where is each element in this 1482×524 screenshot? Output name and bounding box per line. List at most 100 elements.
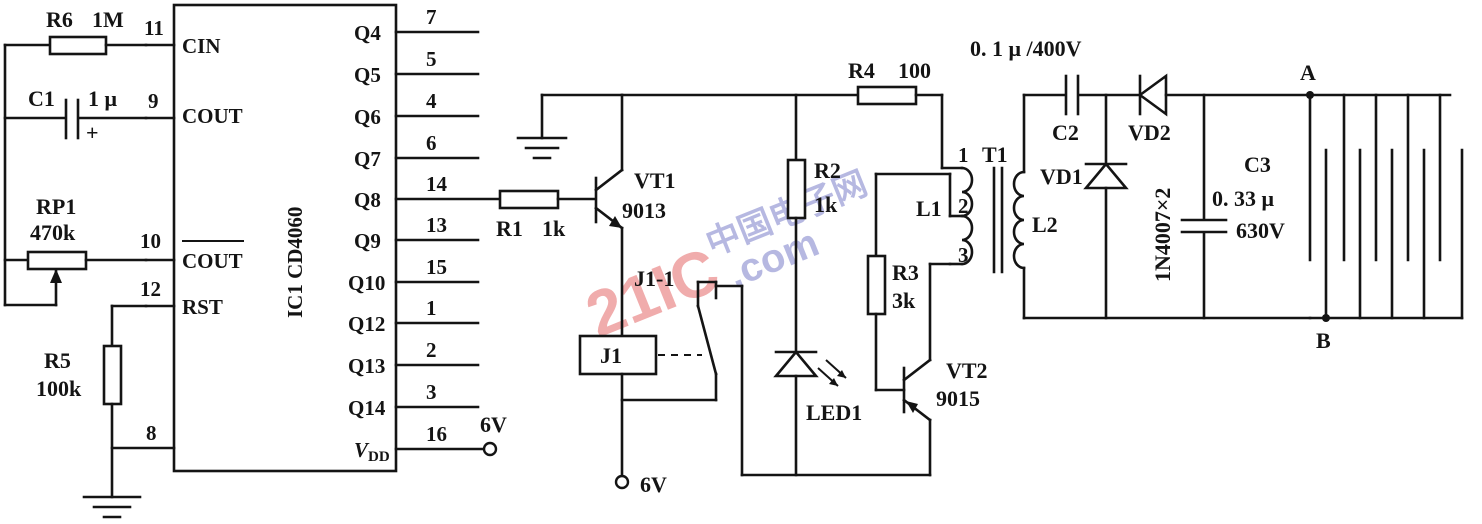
pin-10-label: COUT (182, 249, 243, 273)
oscillator-network: R6 1M C1 1 μ + RP1 470k (3, 7, 148, 307)
ic1-body (172, 3, 398, 473)
pin-vdd-label: VDD (354, 438, 390, 465)
r1-value: 1k (542, 216, 566, 241)
pin-q13-label: Q13 (348, 354, 385, 378)
blocking-oscillator: R4 100 1 2 3 T1 L1 L2 R3 3k (848, 58, 1058, 477)
led1-diode (773, 349, 847, 477)
j1-label: J1 (600, 343, 622, 368)
electrode-grid (1308, 93, 1464, 320)
t1-l2-label: L2 (1032, 212, 1058, 237)
vt1-label: VT1 (634, 168, 676, 193)
pin-q14-number: 3 (426, 380, 437, 404)
r3-value: 3k (892, 288, 916, 313)
t1-pin-3: 3 (958, 243, 969, 267)
r6-label: R6 (46, 7, 73, 32)
c1-label: C1 (28, 86, 55, 111)
c1-polarity: + (86, 120, 99, 145)
c2-value: 0. 1 μ /400V (970, 36, 1082, 61)
resistor-r6 (48, 35, 108, 56)
pin-q7-number: 6 (426, 131, 437, 155)
ic1-right-pins: Q4 7 Q5 5 Q6 4 Q7 6 Q8 14 Q9 13 Q10 15 Q… (348, 5, 507, 465)
node-a-label: A (1300, 60, 1316, 85)
vt2-label: VT2 (946, 358, 988, 383)
pin-q10-number: 15 (426, 255, 447, 279)
c3-label: C3 (1244, 152, 1271, 177)
pin-12-number: 12 (140, 277, 161, 301)
r1-label: R1 (496, 216, 523, 241)
vt2-value: 9015 (936, 386, 980, 411)
ground-symbol-left (82, 495, 142, 519)
led1-label: LED1 (806, 400, 862, 425)
vt1-value: 9013 (622, 198, 666, 223)
pin-q6-number: 4 (426, 89, 437, 113)
resistor-r2 (786, 158, 807, 220)
r4-label: R4 (848, 58, 875, 83)
relay-contact-j1-1 (696, 304, 718, 376)
r5-value: 100k (36, 376, 82, 401)
diode-type-label: 1N4007×2 (1150, 188, 1175, 282)
c3-value: 0. 33 μ (1212, 186, 1275, 211)
relay-supply-terminal (614, 474, 630, 490)
hv-output: 0. 1 μ /400V C2 VD1 VD2 1N4007×2 C3 0. 3… (970, 36, 1464, 353)
diode-vd2 (1137, 73, 1168, 117)
t1-pin-1: 1 (958, 143, 969, 167)
pin-q9-number: 13 (426, 213, 447, 237)
potentiometer-rp1 (26, 250, 88, 271)
pin-q5-number: 5 (426, 47, 437, 71)
pin-vdd-number: 16 (426, 422, 447, 446)
rp1-wiper-arrow (50, 269, 62, 283)
pin-q10-label: Q10 (348, 271, 385, 295)
t1-l1-label: L1 (916, 196, 942, 221)
relay-driver: R1 1k VT1 9013 J1 6V (496, 93, 718, 497)
pin-10-number: 10 (140, 229, 161, 253)
resistor-r4 (856, 85, 918, 106)
c1-value: 1 μ (88, 86, 118, 111)
resistor-r3 (866, 254, 887, 316)
pin-q12-label: Q12 (348, 312, 385, 336)
t1-label: T1 (982, 142, 1008, 167)
r5-label: R5 (44, 348, 71, 373)
vd1-label: VD1 (1040, 164, 1083, 189)
vdd-terminal (482, 441, 498, 457)
vdd-supply-label: 6V (480, 412, 507, 437)
reset-network: R5 100k (36, 304, 148, 519)
pin-q4-label: Q4 (354, 21, 381, 45)
pin-q8-label: Q8 (354, 188, 381, 212)
pin-q13-number: 2 (426, 338, 437, 362)
c3-voltage: 630V (1236, 218, 1285, 243)
pin-q6-label: Q6 (354, 105, 381, 129)
r6-value: 1M (92, 7, 124, 32)
pin-9-label: COUT (182, 104, 243, 128)
pin-8-number: 8 (146, 421, 157, 445)
transistor-vt1 (594, 93, 624, 338)
r3-label: R3 (892, 260, 919, 285)
ground-symbol-top (516, 136, 568, 160)
relay-coil-j1 (578, 334, 658, 376)
led-indicator: R2 1k LED1 (620, 93, 932, 477)
vd2-label: VD2 (1128, 120, 1171, 145)
diode-vd1 (1083, 161, 1129, 190)
rp1-value: 470k (30, 220, 76, 245)
node-b-label: B (1316, 328, 1331, 353)
pin-q14-label: Q14 (348, 396, 386, 420)
pin-q12-number: 1 (426, 296, 437, 320)
ic1-cd4060: IC1 CD4060 11 CIN 9 COUT 10 COUT 12 RST … (110, 3, 507, 473)
t1-pin-2: 2 (958, 194, 969, 218)
pin-11-label: CIN (182, 34, 221, 58)
pin-9-number: 9 (148, 89, 159, 113)
relay-supply-label: 6V (640, 472, 667, 497)
pin-q4-number: 7 (426, 5, 437, 29)
j1-1-label: J1-1 (634, 266, 674, 291)
pin-q7-label: Q7 (354, 147, 381, 171)
transistor-vt2 (874, 262, 952, 477)
r4-value: 100 (898, 58, 931, 83)
resistor-r5 (102, 344, 123, 406)
pin-q8-number: 14 (426, 172, 448, 196)
resistor-r1 (498, 189, 560, 210)
r2-label: R2 (814, 158, 841, 183)
c2-label: C2 (1052, 120, 1079, 145)
pin-12-label: RST (182, 295, 223, 319)
r2-value: 1k (814, 192, 838, 217)
ic1-label: IC1 CD4060 (283, 207, 307, 318)
